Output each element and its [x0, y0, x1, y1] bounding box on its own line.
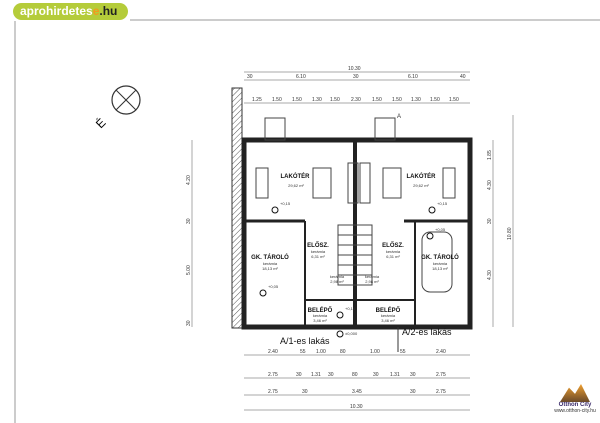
- logo-suffix: .hu: [99, 4, 118, 18]
- dimension-label: kerámia: [381, 313, 396, 318]
- dimension-label: kerámia: [311, 249, 326, 254]
- dimension-label: 29,62 m²: [288, 183, 304, 188]
- dimension-label: 10.30: [350, 404, 363, 410]
- dimension-label: 1.50: [449, 97, 459, 103]
- dimension-label: +0,15: [437, 201, 448, 206]
- dimension-label: 1.31: [311, 372, 321, 378]
- dimension-label: +0,05: [268, 284, 279, 289]
- logo-text: aprohirdetes: [20, 4, 93, 18]
- room-label: ELŐSZ.: [307, 242, 329, 249]
- dimension-label: 1.30: [312, 97, 322, 103]
- dimension-label: kerámia: [330, 274, 345, 279]
- room-label: GK. TÁROLÓ: [251, 253, 289, 261]
- dimension-label: 2,98 m²: [330, 279, 344, 284]
- dimension-label: 6,31 m²: [311, 254, 325, 259]
- dimension-label: 40: [460, 74, 466, 80]
- dimension-label: 1.50: [272, 97, 282, 103]
- brand-name: Otthon City: [558, 402, 592, 408]
- dimension-label: 30: [186, 218, 192, 224]
- room-label: ELŐSZ.: [382, 242, 404, 249]
- dimension-label: +0,14: [345, 306, 356, 311]
- room-label: LAKÓTÉR: [281, 172, 311, 180]
- dimension-label: 1.85: [487, 150, 493, 160]
- watermark-logo: aprohirdetese.hu: [13, 3, 128, 20]
- dimension-label: A: [397, 114, 401, 120]
- dimension-label: 30: [410, 389, 416, 395]
- dimension-label: 3,46 m²: [381, 318, 395, 323]
- dimension-label: 30: [353, 74, 359, 80]
- dimension-label: 1.00: [316, 349, 326, 355]
- dim-top-total: 10.30: [348, 66, 361, 72]
- dimension-label: 2.75: [268, 372, 278, 378]
- dimension-label: kerámia: [313, 313, 328, 318]
- dimension-label: 3,46 m²: [313, 318, 327, 323]
- logo-accent: e: [92, 4, 100, 18]
- dimension-label: 1.25: [252, 97, 262, 103]
- dimension-label: kerámia: [386, 249, 401, 254]
- car-icon: [421, 231, 453, 293]
- mountain-icon: [560, 384, 590, 402]
- dimension-label: 4.30: [487, 180, 493, 190]
- room-label: BELÉPŐ: [376, 306, 401, 314]
- dimension-label: 1.50: [430, 97, 440, 103]
- dimension-label: kerámia: [365, 274, 380, 279]
- dimension-label: 5.00: [186, 265, 192, 275]
- dimension-label: +0,05: [435, 227, 446, 232]
- dimension-label: 2.40: [268, 349, 278, 355]
- dimension-label: 29,62 m²: [413, 183, 429, 188]
- dimension-label: 30: [410, 372, 416, 378]
- dimension-label: 2.75: [268, 389, 278, 395]
- dimension-label: 2.30: [351, 97, 361, 103]
- room-label: BELÉPŐ: [308, 306, 333, 314]
- dimension-label: 30: [487, 218, 493, 224]
- dimension-label: 1.50: [292, 97, 302, 103]
- dimension-label: ±0,000: [345, 331, 358, 336]
- dimension-label: 30: [373, 372, 379, 378]
- dimension-label: 2.75: [436, 389, 446, 395]
- dimension-label: 1.31: [390, 372, 400, 378]
- dimension-label: 10.80: [507, 227, 513, 240]
- dimension-label: kerámia: [433, 261, 448, 266]
- staircase: [337, 224, 373, 286]
- room-label: LAKÓTÉR: [407, 172, 437, 180]
- dimension-label: kerámia: [263, 261, 278, 266]
- north-compass-icon: É: [92, 85, 141, 131]
- otthon-city-logo: Otthon City www.otthon-city.hu: [550, 384, 600, 422]
- dimension-label: 30: [247, 74, 253, 80]
- dimension-label: 1.50: [372, 97, 382, 103]
- dimension-label: 1.50: [330, 97, 340, 103]
- dimension-label: 55: [300, 349, 306, 355]
- dimension-label: 2.40: [436, 349, 446, 355]
- unit-label-a1: A/1-es lakás: [280, 336, 330, 346]
- dimension-label: 80: [352, 372, 358, 378]
- furniture: [255, 162, 456, 293]
- dimension-label: 4.30: [487, 270, 493, 280]
- dimension-label: 1.00: [370, 349, 380, 355]
- dimension-label: 30: [328, 372, 334, 378]
- neighbor-wall: [231, 87, 243, 329]
- dimension-label: 1.50: [392, 97, 402, 103]
- dimension-label: 55: [400, 349, 406, 355]
- dimension-label: 30: [302, 389, 308, 395]
- dimension-label: 3.45: [352, 389, 362, 395]
- dimension-label: 2,98 m²: [365, 279, 379, 284]
- dimension-label: 4.20: [186, 175, 192, 185]
- dimension-label: 6,31 m²: [386, 254, 400, 259]
- dimension-label: 6.10: [296, 74, 306, 80]
- room-label: GK. TÁROLÓ: [421, 253, 459, 261]
- dimension-label: 30: [186, 320, 192, 326]
- dimension-label: +0,15: [280, 201, 291, 206]
- dimension-label: 30: [296, 372, 302, 378]
- dimension-label: 18,13 m²: [262, 266, 278, 271]
- dimension-label: 1.30: [411, 97, 421, 103]
- dimension-label: 80: [340, 349, 346, 355]
- dimension-label: 2.75: [436, 372, 446, 378]
- dimension-label: 18,13 m²: [432, 266, 448, 271]
- north-label: É: [92, 115, 108, 131]
- unit-label-a2: A/2-es lakás: [402, 327, 452, 337]
- dimension-label: 6.10: [408, 74, 418, 80]
- brand-url: www.otthon-city.hu: [554, 408, 596, 414]
